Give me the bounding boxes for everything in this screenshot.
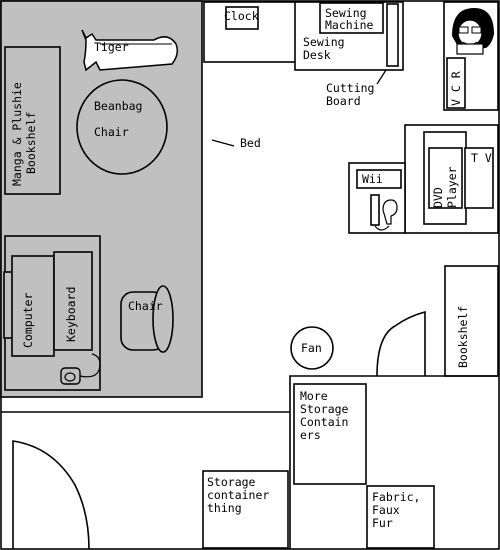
tiger-plush-icon	[81, 29, 179, 72]
plush-doll-icon	[452, 8, 494, 55]
tv-label: T V	[471, 151, 492, 165]
fan-label: Fan	[301, 341, 322, 355]
wii-remote-icon	[374, 199, 398, 231]
sewing-machine-label: Machine	[325, 18, 374, 32]
sewing-desk-label: Sewing	[303, 35, 345, 49]
keyboard	[53, 251, 93, 351]
keyboard-label: Keyboard	[64, 287, 78, 342]
sewing-machine	[319, 2, 384, 34]
vcr	[446, 57, 466, 109]
storage-thing-label: thing	[207, 501, 242, 515]
sewing-desk-label: Desk	[303, 48, 331, 62]
bookshelf	[444, 265, 499, 377]
fabric-label: Fur	[372, 516, 393, 530]
manga-bookshelf	[4, 46, 61, 195]
storage-thing-label: Storage	[207, 475, 256, 489]
closet-outline	[289, 375, 499, 549]
computer-label: Computer	[21, 293, 35, 348]
mouse-button-icon	[64, 372, 76, 382]
tiger-label: Tiger	[94, 40, 129, 54]
clock-label: Clock	[224, 9, 259, 23]
mouse-cable-icon	[79, 353, 101, 378]
more-storage-containers	[293, 383, 367, 485]
dvd-player	[428, 147, 463, 209]
fan	[290, 326, 334, 370]
more-storage-label: Storage	[300, 402, 349, 416]
bookshelf-label: Bookshelf	[456, 306, 470, 368]
more-storage-label: ers	[300, 428, 321, 442]
wii	[356, 169, 402, 189]
lower-door-swing	[12, 440, 90, 550]
mouse-icon	[60, 367, 81, 385]
beanbag-chair	[76, 79, 168, 175]
bed-pointer	[211, 139, 235, 147]
wii-label: Wii	[362, 172, 383, 186]
beanbag-chair-label: Beanbag	[94, 99, 142, 113]
storage-container-thing	[202, 470, 289, 549]
manga-bookshelf-label: Bookshelf	[24, 112, 38, 174]
storage-thing-label: container	[207, 488, 269, 502]
vcr-label: V C R	[449, 71, 463, 106]
more-storage-label: More	[300, 389, 328, 403]
dvd-player-label: DVD	[431, 187, 445, 208]
cutting-board-label: Board	[326, 94, 361, 108]
dvd-player-label: Player	[445, 166, 459, 208]
beanbag-chair-label: Chair	[94, 125, 129, 139]
bed-label: Bed	[240, 136, 261, 150]
more-storage-label: Contain	[300, 415, 348, 429]
fabric-label: Fabric,	[372, 490, 420, 504]
fabric-label: Faux	[372, 503, 400, 517]
vcr-shelf	[443, 1, 499, 111]
clock	[225, 6, 259, 30]
cutting-board-pointer	[376, 69, 387, 85]
cutting-board-label: Cutting	[326, 81, 374, 95]
door-swing	[376, 310, 426, 377]
cutting-board	[386, 3, 399, 67]
computer	[11, 255, 55, 357]
manga-bookshelf-label: Manga & Plushie	[10, 82, 24, 186]
tv	[464, 147, 494, 209]
fabric-faux-fur	[366, 485, 435, 549]
wii-stand	[370, 194, 380, 226]
chair-label: Chair	[128, 299, 163, 313]
chair	[120, 285, 174, 353]
sewing-machine-label: Sewing	[325, 6, 367, 20]
